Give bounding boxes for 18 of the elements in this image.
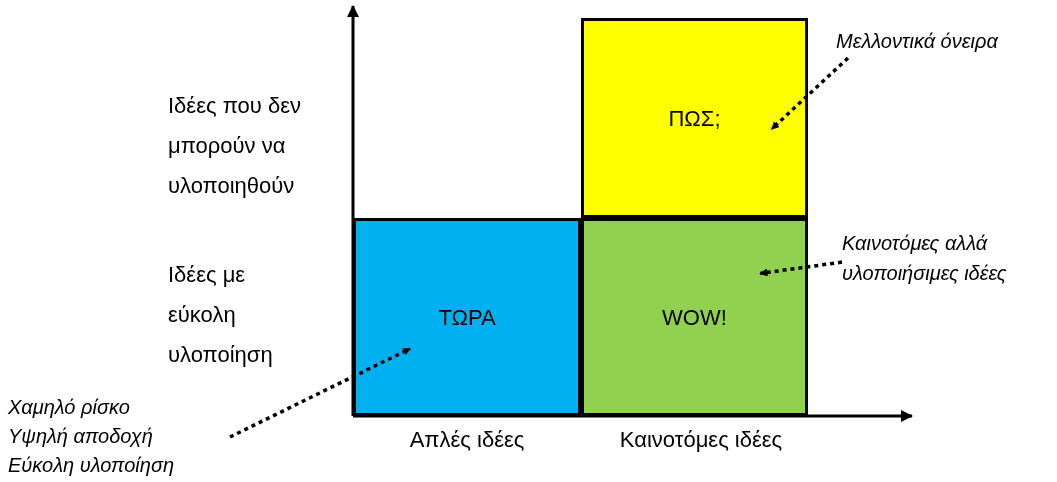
quadrant-box xyxy=(581,218,808,416)
node-text: ΠΩΣ; xyxy=(668,104,721,133)
axis-label: Καινοτόμες ιδέες xyxy=(618,426,784,454)
node-text: Μελλοντικά όνειρα xyxy=(836,29,999,54)
node-text: Καινοτόμες αλλά υλοποιήσιμες ιδέες xyxy=(842,231,1008,286)
axis-label: Ιδέες με εύκολη υλοποίηση xyxy=(168,261,274,369)
dotted-arrow xyxy=(229,347,411,439)
dotted-arrow xyxy=(759,260,843,277)
quadrant-box xyxy=(353,218,581,416)
axis-label: Απλές ιδέες xyxy=(408,426,526,454)
node-text: WOW! xyxy=(662,303,727,332)
dotted-arrow xyxy=(770,56,850,131)
node-text: Υψηλή αποδοχή xyxy=(8,424,154,449)
node-text: Εύκολη υλοποίηση xyxy=(8,453,176,478)
quadrant-box xyxy=(581,18,808,218)
node-text: Χαμηλό ρίσκο xyxy=(8,395,131,420)
axis-label: Ιδέες που δεν μπορούν να υλοποιηθούν xyxy=(168,92,302,200)
node-text: ΤΩΡΑ xyxy=(438,303,496,332)
